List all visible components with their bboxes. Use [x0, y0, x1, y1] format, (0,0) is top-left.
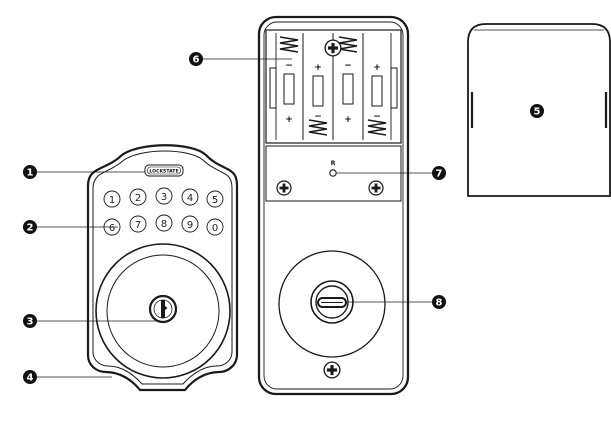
- callout-4-label: 4: [27, 373, 34, 384]
- polarity-plus: +: [314, 63, 322, 73]
- keypad-key-label: 7: [135, 220, 141, 231]
- brand-logo-text: LOCKSTATE: [149, 169, 178, 175]
- panel-screw-left-icon: [276, 180, 292, 196]
- interior-rosette: [278, 250, 386, 358]
- polarity-plus: +: [285, 115, 293, 125]
- polarity-plus: +: [344, 115, 352, 125]
- battery-slot-1: − +: [279, 36, 299, 125]
- keypad-key[interactable]: 9: [181, 215, 199, 233]
- keyway-icon: [161, 300, 168, 318]
- battery-slot-2: + −: [308, 63, 328, 136]
- polarity-plus: +: [373, 63, 381, 73]
- keypad-key[interactable]: 4: [181, 188, 199, 206]
- battery: [371, 75, 383, 107]
- callout-8: 8: [348, 295, 446, 309]
- keypad-key[interactable]: 0: [206, 218, 224, 236]
- reset-label: R: [331, 160, 336, 167]
- exterior-keypad-assembly: LOCKSTATE 1 2 3 4 5 6 7 8 9 0: [86, 144, 239, 392]
- exterior-rosette: [95, 243, 231, 379]
- thumb-turn[interactable]: [310, 280, 354, 324]
- spring-icon: [367, 119, 387, 136]
- reset-button[interactable]: R: [329, 160, 337, 177]
- interior-assembly: − + + − − + + −: [257, 15, 410, 396]
- callout-6-label: 6: [193, 55, 200, 66]
- keypad-key[interactable]: 5: [206, 190, 224, 208]
- keypad-key[interactable]: 3: [155, 187, 173, 205]
- escutcheon-outer: [86, 144, 239, 392]
- circuit-panel: R: [265, 145, 402, 202]
- keypad-key-label: 3: [161, 192, 167, 203]
- polarity-minus: −: [285, 61, 293, 71]
- callout-1: 1: [23, 165, 145, 179]
- keypad-key[interactable]: 2: [129, 188, 147, 206]
- callout-7: 7: [337, 166, 446, 180]
- battery-slot-4: + −: [367, 63, 387, 136]
- battery: [312, 75, 324, 107]
- keypad-key-label: 0: [212, 223, 218, 234]
- callout-2: 2: [23, 220, 118, 234]
- battery: [283, 73, 295, 105]
- battery-cover: [467, 23, 611, 197]
- spring-icon: [308, 119, 328, 136]
- brand-badge: LOCKSTATE: [144, 164, 184, 177]
- callout-6: 6: [189, 52, 292, 66]
- battery: [342, 73, 354, 105]
- callout-3: 3: [23, 314, 160, 328]
- interior-housing-inner: [263, 21, 404, 390]
- spring-icon: [338, 36, 358, 53]
- keypad-key[interactable]: 7: [129, 215, 147, 233]
- callout-1-label: 1: [27, 168, 34, 179]
- keypad-key-label: 4: [187, 193, 193, 204]
- polarity-minus: −: [344, 61, 352, 71]
- battery-screw-icon: [324, 39, 342, 57]
- keypad[interactable]: 1 2 3 4 5 6 7 8 9 0: [103, 187, 224, 236]
- key-cylinder[interactable]: [148, 294, 178, 324]
- keypad-key-label: 6: [109, 223, 115, 234]
- keypad-key-label: 2: [135, 193, 141, 204]
- callout-3-label: 3: [27, 317, 34, 328]
- callout-8-label: 8: [436, 298, 443, 309]
- callout-4: 4: [23, 370, 112, 384]
- keypad-key[interactable]: 8: [155, 214, 173, 232]
- keypad-key-label: 9: [187, 220, 193, 231]
- panel-screw-right-icon: [368, 180, 384, 196]
- polarity-minus: −: [373, 112, 381, 122]
- callout-7-label: 7: [436, 169, 443, 180]
- keypad-key-label: 1: [109, 195, 115, 206]
- callout-5: 5: [530, 104, 544, 118]
- keypad-key-label: 8: [161, 219, 167, 230]
- battery-compartment: − + + − − + + −: [265, 29, 402, 144]
- battery-slot-3: − +: [338, 36, 358, 125]
- interior-housing: [257, 15, 410, 396]
- spring-icon: [279, 36, 299, 53]
- bottom-screw-icon: [323, 361, 341, 379]
- keypad-key[interactable]: 1: [103, 190, 121, 208]
- callout-2-label: 2: [27, 223, 34, 234]
- escutcheon-inner: [92, 150, 233, 385]
- polarity-minus: −: [314, 112, 322, 122]
- callout-5-label: 5: [534, 107, 541, 118]
- keypad-key-label: 5: [212, 195, 218, 206]
